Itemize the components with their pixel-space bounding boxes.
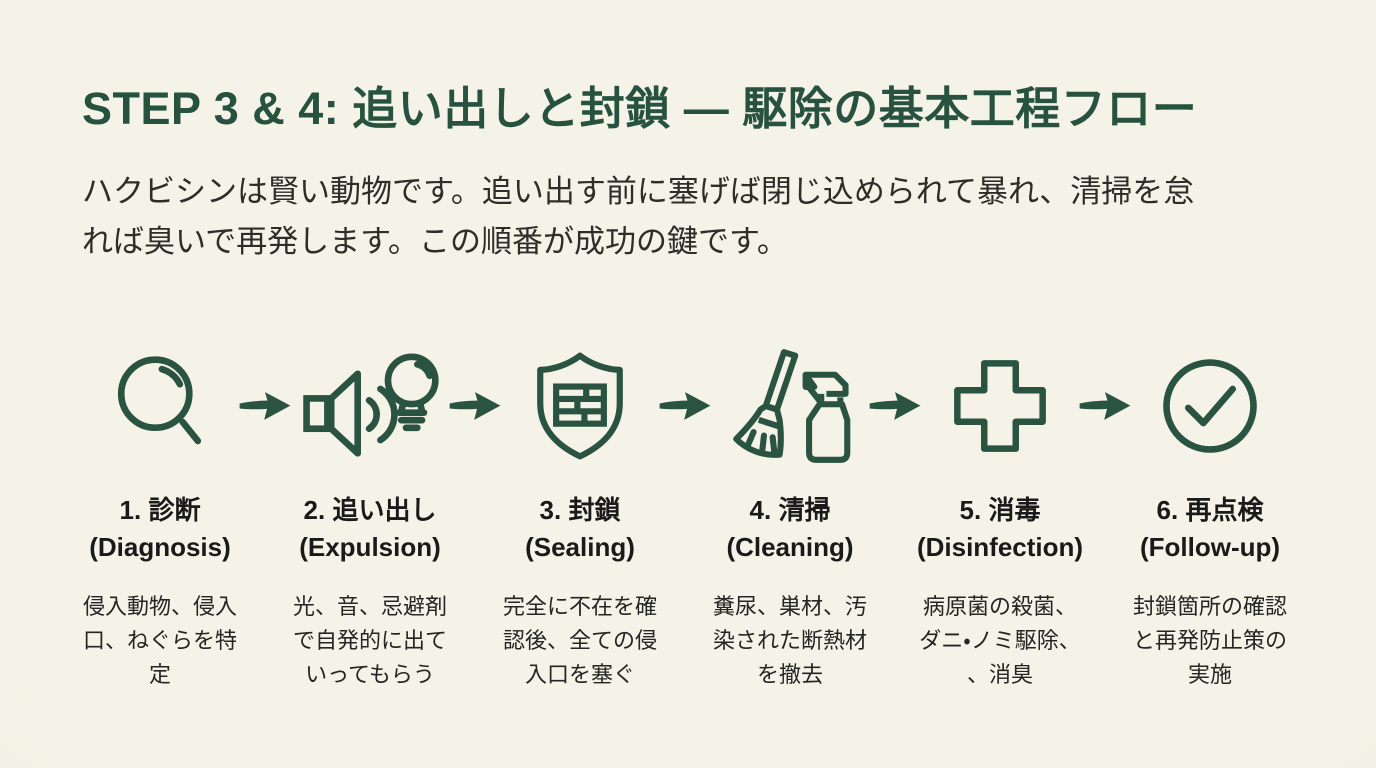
step-subtitle: (Diagnosis) xyxy=(89,532,231,563)
step-column-sealing: 3. 封鎖 (Sealing) 完全に不在を確 認後、全ての侵 入口を塞ぐ xyxy=(502,347,658,691)
step-title: 1. 診断 xyxy=(119,495,201,526)
intro-text: ハクビシンは賢い動物です。追い出す前に塞げば閉じ込められて暴れ、清掃を怠 れば臭… xyxy=(82,174,1195,260)
speaker-lightbulb-icon xyxy=(299,347,441,465)
flow-arrow-icon xyxy=(238,347,292,465)
flow-arrow-icon xyxy=(448,347,502,465)
step-description: 封鎖箇所の確認 と再発防止策の 実施 xyxy=(1132,594,1287,687)
medical-cross-icon xyxy=(949,347,1051,465)
step-subtitle: (Expulsion) xyxy=(299,532,441,563)
step-title: 2. 追い出し xyxy=(303,495,437,526)
step-description: 侵入動物、侵入 口、ねぐらを特 定 xyxy=(82,594,237,687)
step-description: 完全に不在を確 認後、全ての侵 入口を塞ぐ xyxy=(502,594,657,687)
page-title: STEP 3 & 4: 追い出しと封鎖 — 駆除の基本工程フロー xyxy=(82,83,1198,134)
shield-brick-icon xyxy=(527,347,633,465)
step-subtitle: (Sealing) xyxy=(525,532,635,563)
step-column-cleaning: 4. 清掃 (Cleaning) 糞尿、巣材、汚 染された断熱材 を撤去 xyxy=(712,347,868,691)
step-subtitle: (Disinfection) xyxy=(916,532,1084,563)
step-description: 光、音、忌避剤 で自発的に出て いってもらう xyxy=(292,594,447,687)
broom-spray-icon xyxy=(729,347,851,465)
flow-arrow-icon xyxy=(658,347,712,465)
step-title: 4. 清掃 xyxy=(749,495,831,526)
step-subtitle: (Follow-up) xyxy=(1139,532,1281,563)
magnifier-icon xyxy=(108,347,212,465)
step-column-disinfection: 5. 消毒 (Disinfection) 病原菌の殺菌、 ダニ・ノミ駆除、 、消… xyxy=(917,347,1083,691)
step-title: 3. 封鎖 xyxy=(539,495,621,526)
step-title: 5. 消毒 xyxy=(959,495,1041,526)
check-circle-icon xyxy=(1158,347,1262,465)
step-description: 糞尿、巣材、汚 染された断熱材 を撤去 xyxy=(712,594,867,687)
process-flow: 1. 診断 (Diagnosis) 侵入動物、侵入 口、ねぐらを特 定 xyxy=(82,347,1376,691)
flow-arrow-icon xyxy=(1078,347,1132,465)
flow-arrow-icon xyxy=(868,347,922,465)
step-description: 病原菌の殺菌、 ダニ・ノミ駆除、 、消臭 xyxy=(919,594,1081,687)
step-column-followup: 6. 再点検 (Follow-up) 封鎖箇所の確認 と再発防止策の 実施 xyxy=(1132,347,1288,691)
step-column-expulsion: 2. 追い出し (Expulsion) 光、音、忌避剤 で自発的に出て いっても… xyxy=(292,347,448,691)
step-column-diagnosis: 1. 診断 (Diagnosis) 侵入動物、侵入 口、ねぐらを特 定 xyxy=(82,347,238,691)
step-title: 6. 再点検 xyxy=(1156,495,1264,526)
step-subtitle: (Cleaning) xyxy=(726,532,854,563)
